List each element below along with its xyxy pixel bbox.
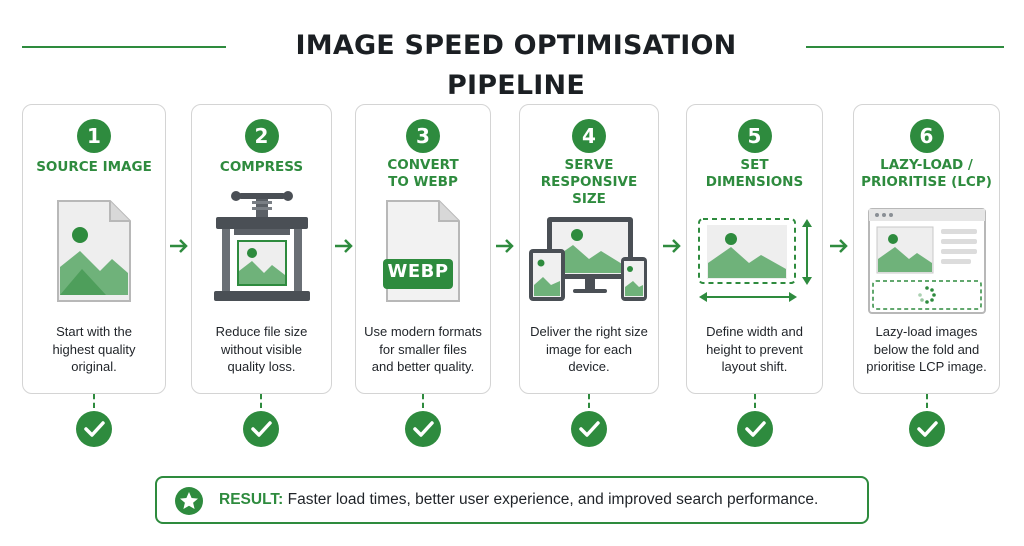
step-card-2: 2 COMPRESS Reduce file size without visi… — [191, 104, 332, 394]
result-label: RESULT: — [219, 491, 284, 508]
title-divider-right — [806, 46, 1004, 48]
title-row: IMAGE SPEED OPTIMISATION PIPELINE — [0, 26, 1024, 101]
result-description: Faster load times, better user experienc… — [283, 491, 819, 508]
step-number-badge: 5 — [737, 119, 772, 153]
step-description: Use modern formats for smaller files and… — [364, 324, 482, 374]
checkmark-icon — [737, 411, 773, 447]
result-banner: RESULT: Faster load times, better user e… — [155, 476, 869, 524]
arrow-right-icon — [663, 239, 681, 253]
arrow-right-icon — [496, 239, 514, 253]
dashed-connector — [926, 394, 928, 408]
step-description: Deliver the right size image for each de… — [530, 324, 648, 374]
arrow-right-icon — [335, 239, 353, 253]
checkmark-icon — [243, 411, 279, 447]
dashed-connector — [588, 394, 590, 408]
star-icon — [175, 487, 203, 515]
step-number-badge: 4 — [572, 119, 606, 153]
checkmark-icon — [571, 411, 607, 447]
dimensions-icon — [687, 197, 822, 317]
image-file-icon — [23, 197, 165, 317]
step-card-6: 6 LAZY-LOAD / PRIORITISE (LCP) — [853, 104, 1000, 394]
arrow-right-icon — [830, 239, 848, 253]
step-card-3: 3 CONVERT TO WEBP WEBP Use modern format… — [355, 104, 491, 394]
result-text: RESULT: Faster load times, better user e… — [219, 478, 818, 522]
step-title: LAZY-LOAD / PRIORITISE (LCP) — [861, 157, 992, 190]
webp-badge-label: WEBP — [387, 261, 449, 282]
step-description: Lazy-load images below the fold and prio… — [866, 324, 987, 374]
dashed-connector — [93, 394, 95, 408]
step-number-badge: 3 — [406, 119, 440, 153]
step-title: SOURCE IMAGE — [36, 159, 152, 175]
step-number-badge: 2 — [244, 119, 279, 153]
checkmark-icon — [909, 411, 945, 447]
step-title: SERVE RESPONSIVE SIZE — [540, 157, 638, 207]
page-title: IMAGE SPEED OPTIMISATION PIPELINE — [295, 30, 737, 101]
step-description: Define width and height to prevent layou… — [706, 324, 803, 374]
lazy-load-browser-icon — [854, 197, 999, 317]
webp-file-icon: WEBP — [356, 197, 490, 317]
press-compress-icon — [192, 191, 331, 317]
step-number-badge: 1 — [77, 119, 111, 153]
dashed-connector — [422, 394, 424, 408]
title-divider-left — [22, 46, 226, 48]
step-title: SET DIMENSIONS — [705, 157, 804, 190]
step-title: CONVERT TO WEBP — [387, 157, 459, 190]
step-title: COMPRESS — [219, 159, 304, 175]
step-card-4: 4 SERVE RESPONSIVE SIZE Deliver the righ… — [519, 104, 659, 394]
dashed-connector — [754, 394, 756, 408]
checkmark-icon — [76, 411, 112, 447]
step-number-badge: 6 — [909, 119, 944, 153]
step-card-5: 5 SET DIMENSIONS Define width and height… — [686, 104, 823, 394]
arrow-right-icon — [170, 239, 188, 253]
step-card-1: 1 SOURCE IMAGE Start with the highest qu… — [22, 104, 166, 394]
step-description: Reduce file size without visible quality… — [215, 324, 308, 374]
dashed-connector — [260, 394, 262, 408]
checkmark-icon — [405, 411, 441, 447]
step-description: Start with the highest quality original. — [52, 324, 136, 374]
responsive-devices-icon — [520, 197, 658, 317]
